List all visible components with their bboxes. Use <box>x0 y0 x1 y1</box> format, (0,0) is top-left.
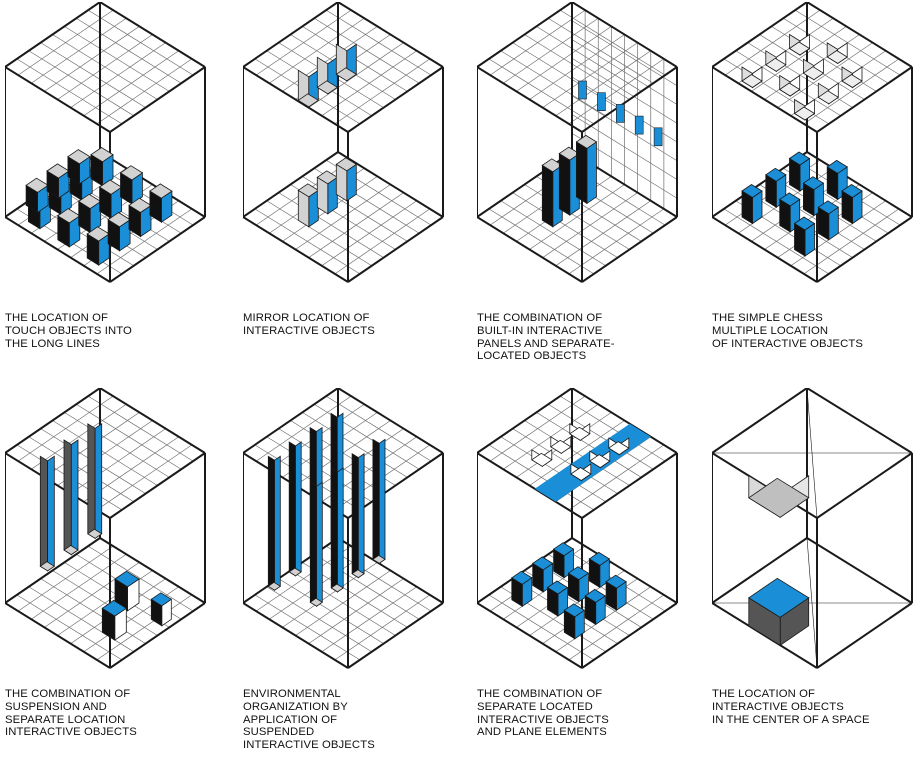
ceiling-grid-line <box>560 10 665 75</box>
object-front-face <box>275 456 281 590</box>
diagram-panel: THE SIMPLE CHESS MULTIPLE LOCATION OF IN… <box>712 2 920 287</box>
diagram-caption: THE SIMPLE CHESS MULTIPLE LOCATION OF IN… <box>712 312 920 350</box>
diagram-panel: MIRROR LOCATION OF INTERACTIVE OBJECTS <box>243 2 473 287</box>
room-edge <box>5 2 100 67</box>
object-side-face <box>352 454 358 578</box>
room-edge <box>712 388 807 453</box>
floor-grid-line <box>322 201 417 266</box>
ceiling-grid-line <box>314 404 419 469</box>
room-edge <box>817 603 912 668</box>
room-edge <box>477 217 582 282</box>
diagram-panel: THE COMBINATION OF BUILT-IN INTERACTIVE … <box>477 2 707 287</box>
diagram-caption: THE COMBINATION OF SUSPENSION AND SEPARA… <box>5 688 230 739</box>
diagram-caption: THE LOCATION OF TOUCH OBJECTS INTO THE L… <box>5 312 230 350</box>
room-edge <box>348 67 443 132</box>
ceiling-grid-line <box>76 18 181 83</box>
room-edge <box>338 388 443 453</box>
room-edge <box>5 67 110 132</box>
room-edge <box>582 217 677 282</box>
object-side-face <box>40 456 47 571</box>
room-edge <box>110 67 205 132</box>
object-front-face <box>296 442 302 576</box>
ceiling-grid-line <box>84 51 179 116</box>
object-front-face <box>587 142 597 204</box>
object-front-face <box>71 440 78 555</box>
diagram-caption: ENVIRONMENTAL ORGANIZATION BY APPLICATIO… <box>243 688 468 752</box>
wall-panel <box>616 104 624 122</box>
room-edge <box>817 453 912 518</box>
room-edge <box>477 2 572 67</box>
diagram-caption: THE LOCATION OF INTERACTIVE OBJECTS IN T… <box>712 688 920 726</box>
room-edge <box>348 603 443 668</box>
floor-grid-line <box>314 554 419 619</box>
object-side-face <box>310 482 316 606</box>
room-edge <box>100 388 205 453</box>
object-side-face <box>289 442 295 576</box>
room-edge <box>243 2 338 67</box>
room-edge <box>807 538 912 603</box>
object-front-face <box>48 456 55 571</box>
object-front-face <box>317 482 323 606</box>
object-side-face <box>88 424 95 539</box>
wall-panel <box>597 93 605 111</box>
floor-grid-line <box>88 546 193 611</box>
ceiling-grid-line <box>88 396 193 461</box>
room-edge <box>243 603 348 668</box>
object-front-face <box>338 468 344 592</box>
room-edge <box>807 388 912 453</box>
ceiling-grid-line <box>71 429 166 494</box>
floor-grid-line <box>335 209 430 274</box>
diagram-panel: ENVIRONMENTAL ORGANIZATION BY APPLICATIO… <box>243 388 473 673</box>
room-edge <box>5 603 110 668</box>
wall-panel <box>635 116 643 134</box>
room-edge <box>807 2 912 67</box>
room-edge <box>243 217 348 282</box>
ceiling-grid-line <box>97 445 192 510</box>
room-edge <box>100 2 205 67</box>
diagram-caption: THE COMBINATION OF BUILT-IN INTERACTIVE … <box>477 312 702 363</box>
room-edge <box>477 67 582 132</box>
object-front-face <box>358 454 364 578</box>
wall-panel <box>579 81 587 99</box>
isometric-room-illustration <box>5 388 215 673</box>
isometric-room-illustration <box>243 2 453 287</box>
room-edge <box>712 2 807 67</box>
room-edge <box>712 67 817 132</box>
diagram-panel: THE LOCATION OF INTERACTIVE OBJECTS IN T… <box>712 388 920 673</box>
isometric-room-illustration <box>5 2 215 287</box>
isometric-room-illustration <box>477 2 687 287</box>
diagram-panel: THE COMBINATION OF SUSPENSION AND SEPARA… <box>5 388 235 673</box>
object-front-face <box>95 424 102 539</box>
object-side-face <box>373 439 379 563</box>
diagram-caption: THE COMBINATION OF SEPARATE LOCATED INTE… <box>477 688 702 739</box>
ceiling-grid-line <box>58 35 153 100</box>
wall-panel <box>654 128 662 146</box>
isometric-room-illustration <box>477 388 687 673</box>
diagram-caption: MIRROR LOCATION OF INTERACTIVE OBJECTS <box>243 312 468 338</box>
isometric-room-illustration <box>712 388 920 673</box>
object-side-face <box>64 440 71 555</box>
room-edge <box>110 453 205 518</box>
object-side-face <box>542 165 553 227</box>
room-edge <box>348 217 443 282</box>
room-edge <box>5 388 100 453</box>
room-edge <box>582 67 677 132</box>
object-side-face <box>268 456 274 590</box>
floor-grid-line <box>309 579 404 644</box>
floor-grid-line <box>335 595 430 660</box>
floor-grid-line <box>569 209 664 274</box>
ceiling-grid-line <box>88 10 193 75</box>
object-front-face <box>379 439 385 563</box>
object-side-face <box>559 154 570 216</box>
object-side-face <box>331 468 337 592</box>
ceiling-grid-line <box>71 43 166 108</box>
diagram-panel: THE COMBINATION OF SEPARATE LOCATED INTE… <box>477 388 707 673</box>
isometric-room-illustration <box>243 388 453 673</box>
object-side-face <box>576 142 587 204</box>
isometric-room-illustration <box>712 2 920 287</box>
floor-grid-line <box>322 587 417 652</box>
ceiling-grid-line <box>97 59 192 124</box>
diagram-panel: THE LOCATION OF TOUCH OBJECTS INTO THE L… <box>5 2 235 287</box>
